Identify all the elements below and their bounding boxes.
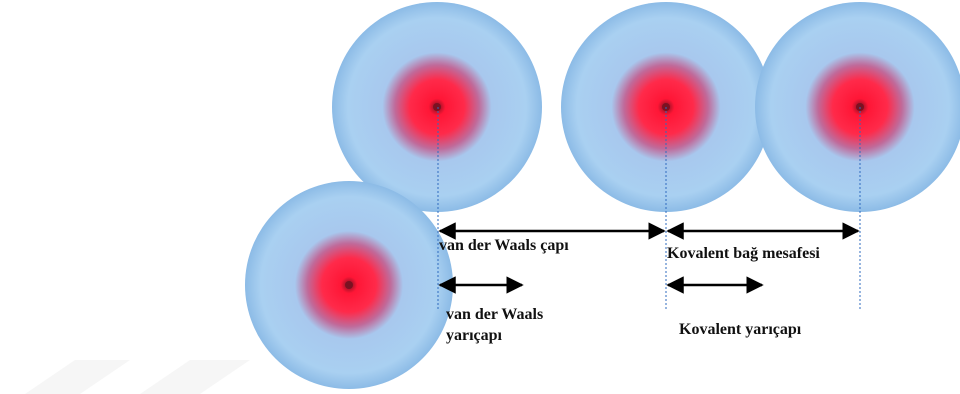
watermark — [25, 360, 250, 394]
vdw-radius-label-line1: van der Waals — [446, 306, 544, 323]
vdw-diameter-label: van der Waals çapı — [439, 237, 569, 254]
nucleus-1 — [433, 103, 441, 111]
nucleus-4 — [345, 281, 353, 289]
covalent-distance-label: Kovalent bağ mesafesi — [667, 245, 820, 262]
covalent-radius-label: Kovalent yarıçapı — [679, 321, 802, 338]
vdw-radius-label-line2: yarıçapı — [446, 327, 502, 344]
